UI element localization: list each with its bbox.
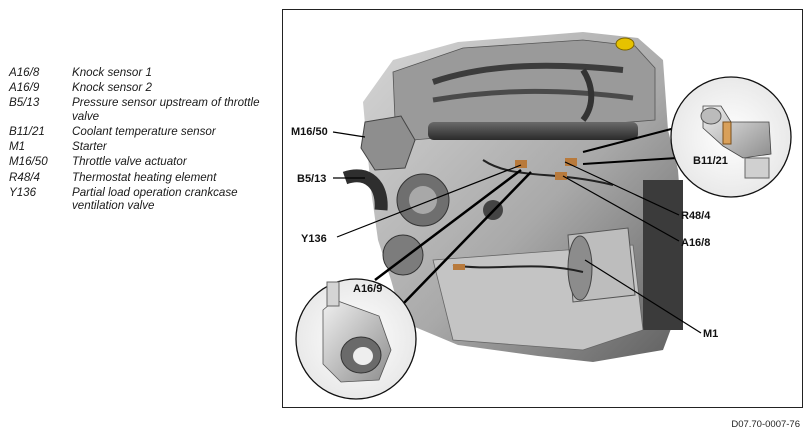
legend-row: R48/4 Thermostat heating element — [9, 171, 271, 184]
legend-code: M16/50 — [9, 155, 48, 169]
callout-a16-9: A16/9 — [353, 283, 382, 295]
legend-row: A16/9 Knock sensor 2 — [9, 81, 271, 94]
callout-b5-13: B5/13 — [297, 173, 326, 185]
legend-description: Thermostat heating element — [72, 170, 217, 184]
callout-m1: M1 — [703, 328, 718, 340]
legend-row: B5/13 Pressure sensor upstream of throttl… — [9, 96, 271, 123]
figure-id: D07.70-0007-76 — [731, 419, 800, 430]
callout-m16-50: M16/50 — [291, 126, 328, 138]
legend-code: B11/21 — [9, 125, 45, 139]
legend-code: A16/9 — [9, 81, 40, 95]
legend-description: Knock sensor 2 — [72, 81, 152, 95]
legend-description: Throttle valve actuator — [72, 155, 187, 169]
callout-r48-4: R48/4 — [681, 210, 711, 222]
callout-b11-21: B11/21 — [693, 155, 728, 167]
callout-a16-8: A16/8 — [681, 237, 710, 249]
legend-row: M1 Starter — [9, 140, 271, 153]
legend-description: Knock sensor 1 — [72, 66, 152, 79]
engine-illustration: M16/50 B5/13 Y136 R48/4 A16/8 M1 B11/21 … — [291, 32, 792, 400]
detail-circle-b11-21 — [670, 76, 792, 198]
legend-code: R48/4 — [9, 170, 40, 184]
legend-code: M1 — [9, 140, 26, 154]
legend-code: A16/8 — [9, 66, 40, 79]
legend-row: Y136 Partial load operation crankcase ven… — [9, 186, 271, 213]
legend-description: Starter — [72, 140, 107, 154]
legend-description: Coolant temperature sensor — [72, 125, 216, 139]
engine-figure-frame: M16/50 B5/13 Y136 R48/4 A16/8 M1 B11/21 … — [282, 9, 803, 408]
legend-code: B5/13 — [9, 96, 40, 110]
legend-row: B11/21 Coolant temperature sensor — [9, 125, 271, 138]
legend-row: A16/8 Knock sensor 1 — [9, 66, 271, 79]
legend-row: M16/50 Throttle valve actuator — [9, 155, 271, 168]
callout-y136: Y136 — [301, 233, 327, 245]
legend-description: Pressure sensor upstream of throttle val… — [72, 96, 260, 123]
engine-body — [342, 32, 683, 362]
leader-lines — [332, 127, 702, 334]
legend-code: Y136 — [9, 185, 37, 199]
detail-circle-a16-9 — [295, 278, 417, 400]
legend-description: Partial load operation crankcase ventila… — [72, 185, 238, 213]
